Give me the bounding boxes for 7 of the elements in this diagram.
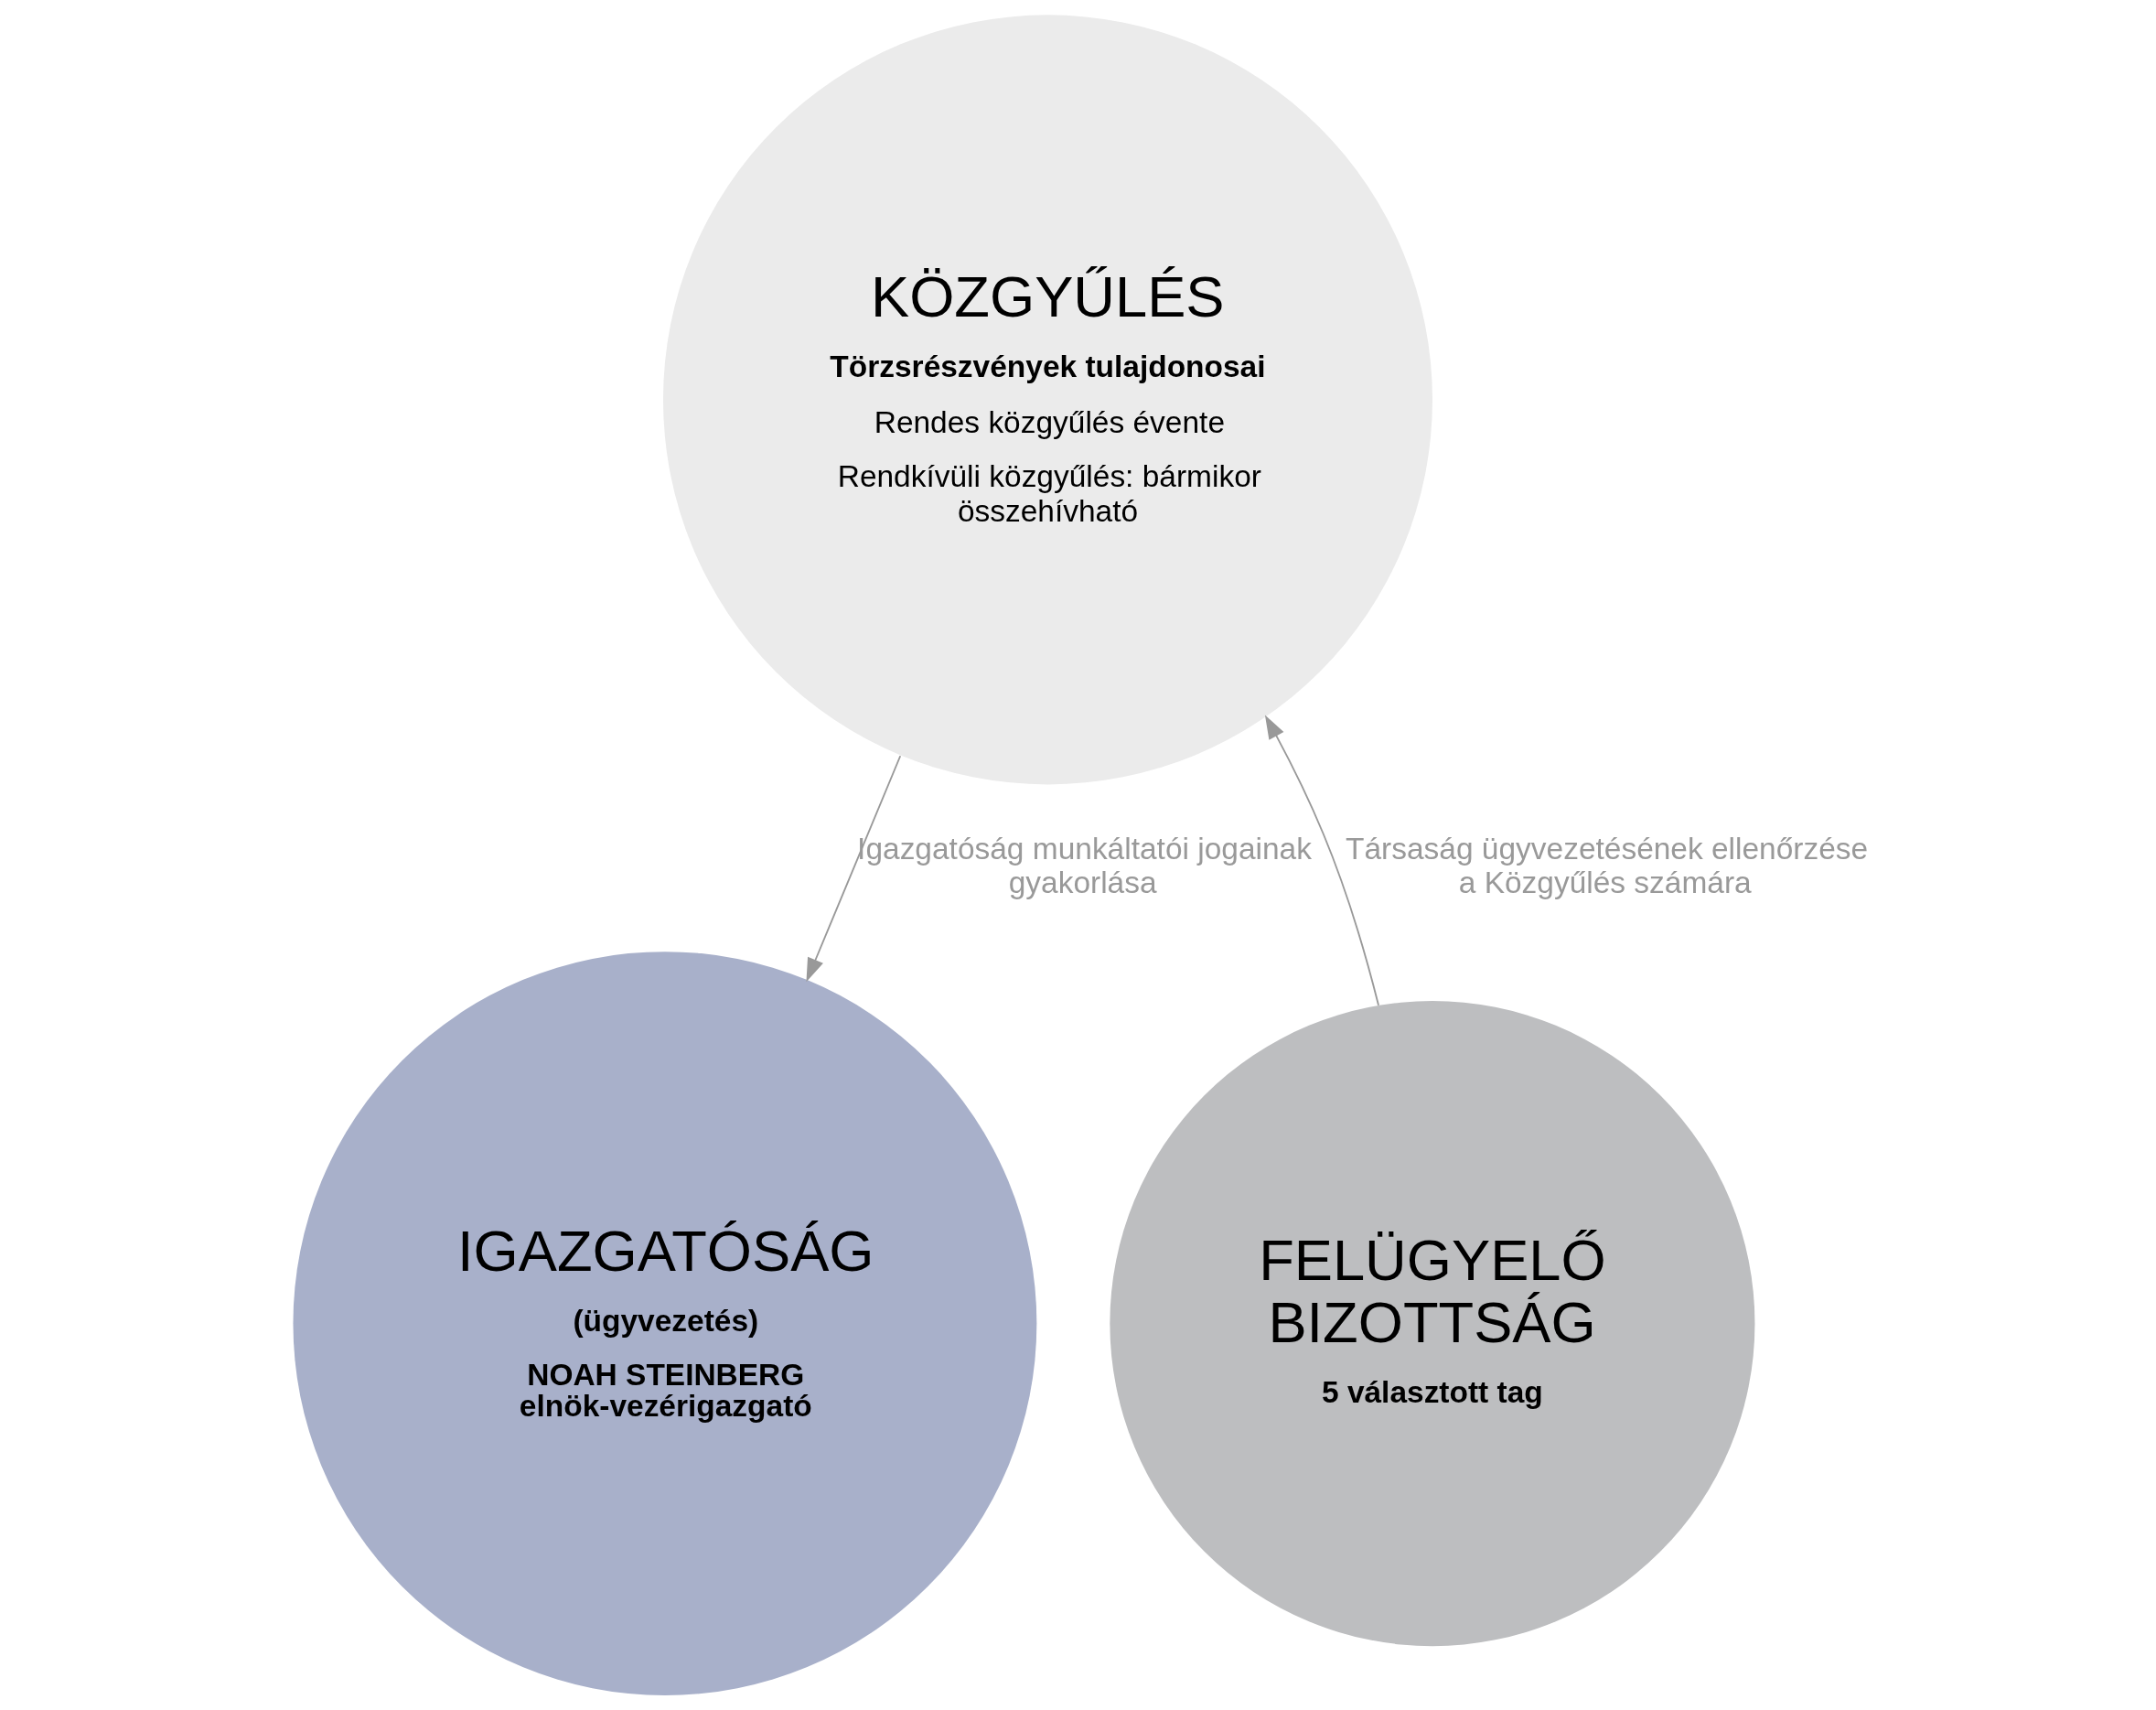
edge-label: Igazgatóság munkáltatói jogainak gyakorlása — [857, 831, 1312, 899]
node-circle: KÖZGYŰLÉS Törzsrészvények tulajdonosai Rendes közgyűlés évente Rendkívüli közgyűlés: bármikor összehívható — [662, 15, 1432, 785]
edge-label: Társaság ügyvezetésének ellenőrzése a Közgyűlés számára — [1346, 831, 1869, 899]
node-circle: FELÜGYELŐ BIZOTTSÁG 5 választott tag — [1110, 1001, 1755, 1647]
node-circle: IGAZGATÓSÁG (ügyvezetés) NOAH STEINBERG elnök-vezérigazgató — [293, 952, 1037, 1696]
arrow — [1264, 715, 1379, 1006]
arrow — [806, 755, 902, 983]
